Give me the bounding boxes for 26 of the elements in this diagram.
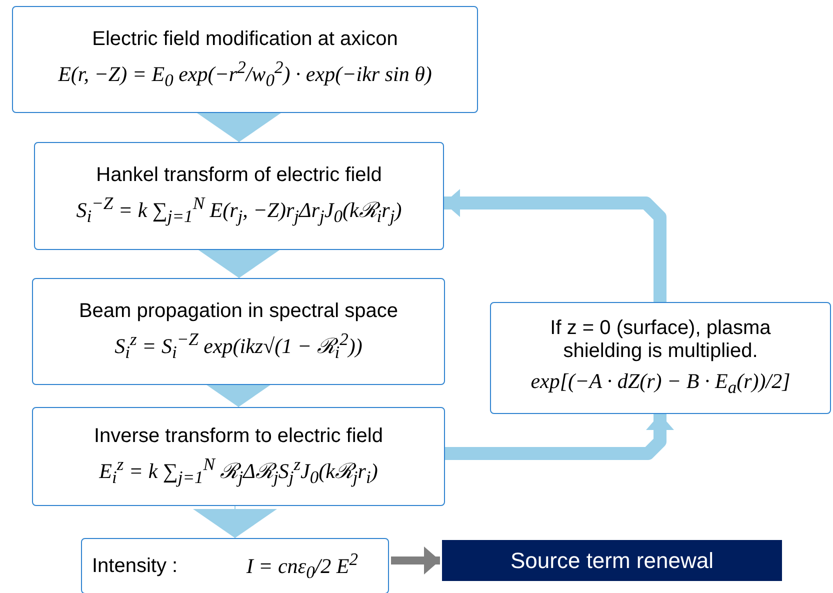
process-box <box>490 302 831 414</box>
process-box <box>32 278 445 385</box>
equation: E$_{i}$$^{z}$ = k ∑$_{j=1}$$^{N}$ ℛ$_{j}$Δℛ$_{j}$S$_{j}$$^{z}$J$_{0}$(kℛ$_{j}$r$_{i}$) <box>99 454 378 488</box>
flow-chevron <box>193 506 277 538</box>
process-box <box>81 538 389 593</box>
step-title: Intensity : <box>92 554 178 578</box>
equation: E(r, −Z) = E$_{0}$ exp(−r$^{2}$/w$_{0}$$^{2}$) · exp(−ikr sin θ) <box>58 56 432 92</box>
step-title: Inverse transform to electric field <box>94 424 383 448</box>
step-title: If z = 0 (surface), plasma shielding is multiplied. <box>549 317 772 364</box>
flow-chevron <box>197 112 281 142</box>
process-box <box>34 142 444 250</box>
equation: I = cnε$_{0}$/2 E$^{2}$ <box>246 548 358 584</box>
arrow <box>391 546 440 574</box>
step-title: Electric field modification at axicon <box>92 28 398 51</box>
equation: S$_{i}$$^{−Z}$ = k ∑$_{j=1}$$^{N}$ E(r$_{j}$, −Z)r$_{j}$Δr$_{j}$J$_{0}$(kℛ$_{i}$r$_{j}$) <box>76 193 402 228</box>
process-box <box>12 6 478 113</box>
step-title: Hankel transform of electric field <box>96 164 382 188</box>
equation: S$_{i}$$^{z}$ = S$_{i}$$^{−Z}$ exp(ikz√(1 − ℛ$_{i}$$^{2}$)) <box>114 328 362 364</box>
arrow <box>444 189 666 302</box>
flow-chevron <box>197 249 281 278</box>
step-title: Beam propagation in spectral space <box>78 300 398 323</box>
arrow <box>445 414 674 460</box>
equation: exp[(−A · dZ(r) − B · E$_{a}$(r))/2] <box>530 369 790 399</box>
process-box <box>32 407 445 506</box>
result-banner <box>442 540 782 581</box>
step-title: Source term renewal <box>510 548 714 574</box>
